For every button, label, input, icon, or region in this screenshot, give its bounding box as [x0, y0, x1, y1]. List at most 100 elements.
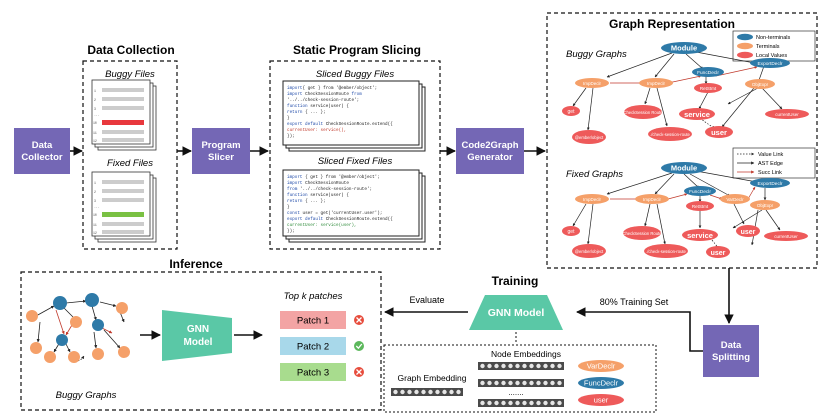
code2graph-label-1: Code2Graph — [461, 140, 518, 151]
node-legend: Non-terminals Terminals Local Values — [732, 30, 816, 62]
fixed-node-module: Module — [671, 164, 697, 173]
legend-ast-edge: AST Edge — [758, 161, 783, 167]
svg-text:10: 10 — [93, 121, 97, 125]
buggy-node-currentuser: currentUser — [775, 112, 799, 117]
svg-text:...: ... — [94, 205, 100, 209]
svg-text:}: } — [287, 116, 290, 121]
svg-text:2: 2 — [94, 190, 96, 194]
embedding-node-tags: VarDeclr FuncDeclr user — [578, 360, 624, 406]
node-embedding-vector-1 — [478, 362, 564, 370]
inference-gnn-label-1: GNN — [187, 324, 209, 335]
fixed-node-impdecl-2: ImpDeclr — [643, 197, 662, 202]
inference-gnn-trapezoid — [162, 310, 232, 361]
embedding-frame — [383, 344, 657, 413]
legend-terminals: Terminals — [756, 44, 780, 50]
svg-text:return { ... };: return { ... }; — [287, 110, 326, 115]
inference-frame — [20, 271, 382, 411]
sliced-fixed-stack — [282, 169, 426, 243]
svg-text:export default CheckSessionRou: export default CheckSessionRoute.extend(… — [287, 217, 393, 222]
svg-text:currentUser: service(user),: currentUser: service(user), — [287, 223, 357, 228]
edge-legend: Value Link AST Edge Succ Link — [732, 147, 816, 179]
svg-text:'../../check-session-route';: '../../check-session-route'; — [287, 98, 359, 103]
svg-text:const user = get('currentUser.: const user = get('currentUser.user'); — [287, 211, 382, 216]
fixed-node-currentuser: currentUser — [774, 234, 798, 239]
code2graph-box — [456, 128, 524, 174]
svg-text:3: 3 — [94, 199, 96, 203]
svg-text:}: } — [287, 205, 290, 210]
buggy-files-label: Buggy Files — [105, 69, 155, 80]
buggy-node-retstmt: RetStmt — [700, 86, 717, 91]
node-embeddings-label: Node Embeddings — [491, 349, 561, 359]
data-splitting-label-1: Data — [721, 340, 742, 351]
patch-2-correct-icon — [354, 341, 364, 351]
patch-1-wrong-icon — [354, 315, 364, 325]
svg-text:1: 1 — [94, 89, 96, 93]
inference-buggy-graphs-label: Buggy Graphs — [56, 390, 117, 401]
legend-local-values: Local Values — [756, 53, 787, 59]
sliced-buggy-label: Sliced Buggy Files — [316, 69, 394, 80]
fixed-node-objexpr: ObjExpr — [757, 203, 774, 208]
patch-3-wrong-icon — [354, 367, 364, 377]
svg-text:currentUser: service(),: currentUser: service(), — [287, 128, 346, 133]
buggy-node-impdecl-2: ImpDeclr — [647, 81, 666, 86]
svg-text:3: 3 — [94, 107, 96, 111]
patch-2-box — [280, 337, 346, 355]
patch-3-box — [280, 363, 346, 381]
data-collection-frame — [82, 60, 178, 250]
buggy-node-service: service — [684, 110, 710, 119]
buggy-graph-title: Buggy Graphs — [566, 49, 627, 60]
svg-text:11: 11 — [93, 131, 97, 135]
sliced-fixed-code: import { get } from '@ember/object'; imp… — [287, 175, 393, 234]
code2graph-label-2: Generator — [467, 152, 513, 163]
fixed-node-user-2: user — [741, 229, 756, 236]
buggy-line-numbers: 1 2 3 ... 10 11 12 — [93, 89, 100, 143]
svg-text:});: }); — [287, 229, 295, 234]
fixed-node-vardecl: VarDeclr — [726, 197, 744, 202]
buggy-node-funcdecl: FuncDeclr — [697, 70, 719, 76]
data-splitting-box — [703, 325, 759, 377]
buggy-node-cspath: ./check-session-route — [650, 132, 690, 137]
svg-text:1: 1 — [94, 181, 96, 185]
fixed-node-service: service — [687, 231, 713, 240]
embedding-node-vardecl: VarDeclr — [587, 362, 616, 371]
svg-text:12: 12 — [93, 231, 97, 235]
svg-text:11: 11 — [93, 223, 97, 227]
fixed-files-stack — [91, 171, 157, 243]
fixed-node-funcdecl: FuncDeclr — [689, 189, 711, 195]
fixed-files-label: Fixed Files — [107, 158, 153, 169]
buggy-node-exportdecl: ExportDeclr — [757, 61, 782, 67]
node-embedding-vector-3 — [478, 399, 564, 407]
graph-representation-frame — [546, 12, 818, 269]
svg-text:function service(user) {: function service(user) { — [287, 104, 349, 109]
training-set-label: 80% Training Set — [600, 297, 669, 307]
fixed-node-ember: @ember/object — [575, 249, 604, 254]
top-k-label: Top k patches — [284, 291, 343, 302]
svg-text:import { get } from '@ember/ob: import { get } from '@ember/object'; — [287, 175, 380, 180]
buggy-node-ember: @ember/object — [575, 135, 604, 140]
node-embedding-vector-2 — [478, 379, 564, 387]
buggy-files-stack — [91, 79, 157, 151]
data-splitting-label-2: Splitting — [712, 352, 750, 363]
svg-text:});: }); — [287, 134, 295, 139]
training-gnn-label: GNN Model — [488, 307, 545, 319]
program-slicer-label-1: Program — [201, 140, 240, 151]
legend-nonterminals: Non-terminals — [756, 35, 790, 41]
legend-succ-link: Succ Link — [758, 170, 782, 176]
svg-text:return { ... };: return { ... }; — [287, 199, 326, 204]
buggy-node-get: get — [568, 109, 576, 115]
graph-representation-title: Graph Representation — [609, 17, 735, 31]
fixed-line-numbers: 1 2 3 ... 10 11 12 — [93, 181, 100, 235]
embedding-dots: ....... — [508, 388, 524, 397]
evaluate-label: Evaluate — [409, 295, 444, 305]
static-slicing-title: Static Program Slicing — [293, 43, 421, 57]
legend-value-link: Value Link — [758, 152, 784, 158]
patch-1-label: Patch 1 — [297, 316, 329, 327]
fixed-node-get: get — [568, 229, 576, 235]
svg-text:import CheckSessionRoute: import CheckSessionRoute — [287, 181, 349, 186]
fixed-node-csroute: CheckSession Route — [622, 231, 662, 236]
svg-text:...: ... — [94, 113, 100, 117]
data-collector-label-1: Data — [32, 140, 53, 151]
buggy-graph-edges — [572, 51, 783, 131]
buggy-node-objexpr: ObjExpr — [752, 82, 769, 87]
